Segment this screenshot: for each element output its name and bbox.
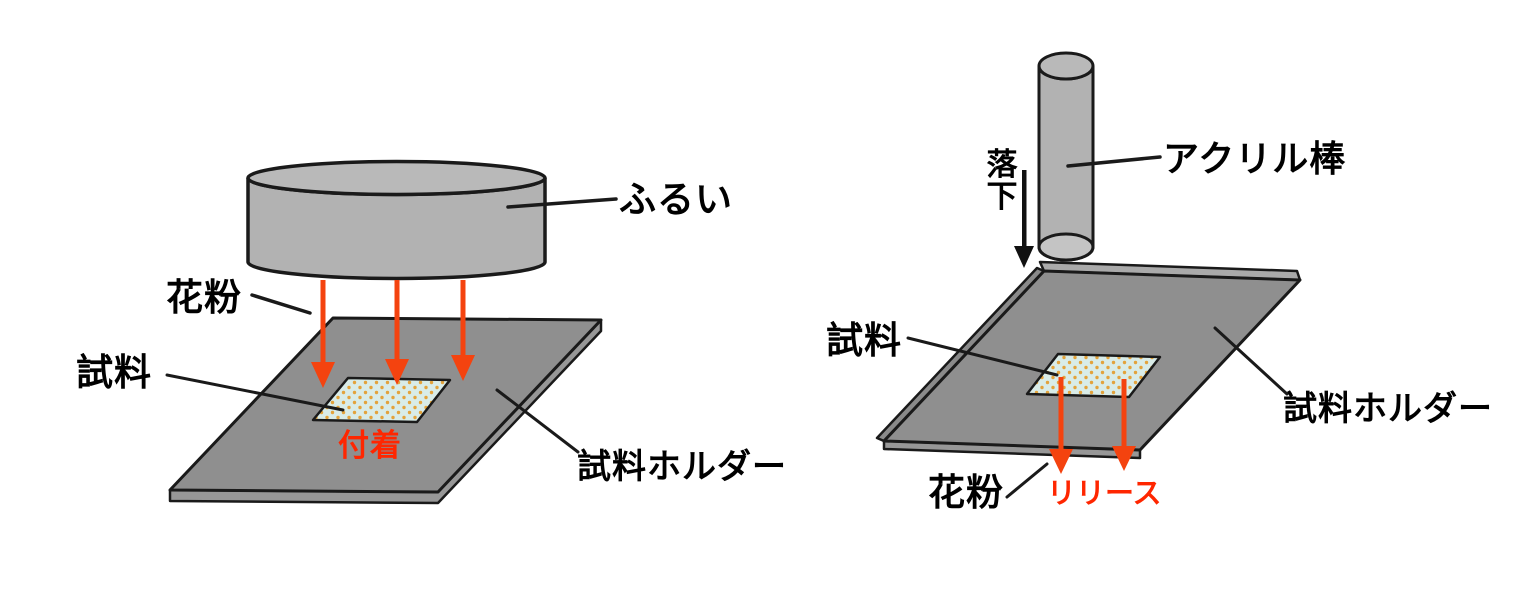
pollen-leader-line-left [250,293,312,315]
sample-leader-line-right [906,336,1059,377]
pollen-label-left: 花粉 [166,276,242,319]
sample-leader-line-left [165,373,345,412]
adhesion-status-label: 付着 [338,428,402,464]
rod-leader-line [1066,155,1162,168]
drop-label: 落下 [986,147,1018,215]
sieve-label: ふるい [619,178,733,221]
sieve-top-face [246,159,547,197]
pollen-arrow [451,280,475,381]
sample-holder-label-left: 試料ホルダー [577,447,787,487]
acrylic-rod [1037,51,1095,262]
release-status-label: リリース [1047,476,1162,510]
pollen-arrow [311,280,335,388]
sample-label-left: 試料 [76,351,152,394]
sieve-cylinder [246,159,547,281]
release-arrow [1112,379,1136,471]
pollen-arrow [385,280,409,385]
release-arrow [1049,377,1073,474]
sample-label-right: 試料 [826,319,902,362]
holder-leader-line-left [495,388,580,454]
sample-holder-label-right: 試料ホルダー [1283,389,1493,429]
sieve-leader-line [506,197,618,209]
rod-bottom-face [1037,232,1095,262]
pollen-fall-arrows [311,280,475,388]
rod-top-face [1037,51,1095,81]
drop-arrow [1014,170,1034,268]
release-arrows [1049,377,1136,474]
holder-leader-line-right [1213,326,1289,396]
pollen-leader-line-right [1005,462,1049,499]
acrylic-rod-label: アクリル棒 [1163,139,1347,180]
pollen-label-right: 花粉 [928,471,1004,514]
